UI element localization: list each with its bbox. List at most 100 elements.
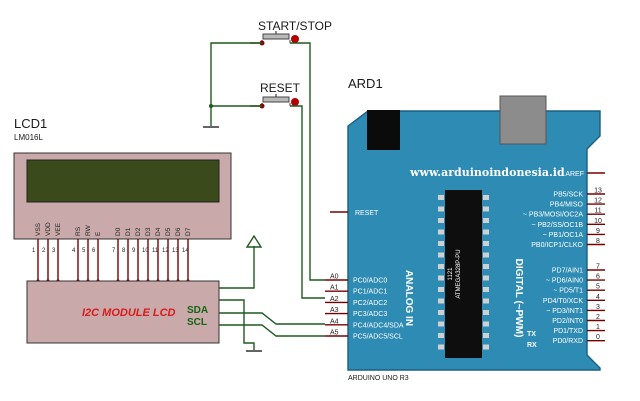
digital-pin-name: PB5/SCK	[553, 192, 583, 199]
analog-pin-name: PC4/ADC4/SDA	[353, 322, 404, 329]
rx-label: RX	[527, 342, 537, 349]
lcd-model: LM016L	[14, 133, 43, 142]
i2c-scl-label: SCL	[187, 317, 207, 328]
analog-pin-name: PC0/ADC0	[353, 278, 387, 285]
lcd-pin-label: D2	[135, 227, 142, 236]
chip-pin-left	[438, 206, 444, 212]
usb-connector	[499, 95, 547, 145]
digital-pin-number: 7	[596, 264, 600, 271]
lcd-pin-label: D5	[165, 227, 172, 236]
lcd-pin-label: D6	[175, 227, 182, 236]
lcd-pin-number: 7	[112, 248, 116, 254]
lcd-pin-label: D1	[125, 227, 132, 236]
digital-pin-number: 4	[596, 294, 600, 301]
power-jack	[367, 110, 400, 150]
chip-pin-left	[438, 229, 444, 235]
digital-pin-9: 9~ PB1/OC1A	[543, 228, 605, 239]
chip-line1: 1121	[448, 267, 454, 281]
start-stop-label: START/STOP	[258, 19, 332, 33]
power-arrow-symbol	[245, 234, 263, 248]
sda-to-a4-wire	[219, 312, 325, 325]
chip-pin-left	[438, 333, 444, 338]
lcd-pin-label: D0	[115, 227, 122, 236]
chip-pin-right	[483, 298, 489, 304]
scl-to-a5-wire	[219, 324, 325, 337]
reset-indicator	[291, 98, 299, 106]
button-ground-wire	[210, 42, 262, 107]
analog-pin-name: PC1/ADC1	[353, 289, 387, 296]
tx-label: TX	[527, 331, 536, 338]
lcd-pin-label: E	[95, 231, 102, 236]
lcd-pin-label: RW	[85, 224, 92, 236]
chip-pin-right	[483, 344, 489, 350]
analog-pin-number: A4	[330, 318, 339, 325]
digital-pin-name: PD4/T0/XCK	[543, 298, 583, 305]
digital-pin-number: 2	[596, 314, 600, 321]
lcd-pin-number: 5	[82, 248, 86, 254]
chip-pin-right	[483, 195, 489, 200]
analog-pin-number: A2	[330, 296, 339, 303]
lcd-pin-number: 13	[172, 248, 179, 254]
lcd-pin-number: 3	[52, 248, 56, 254]
chip-pin-right	[483, 287, 489, 292]
chip-pin-right	[483, 264, 489, 269]
chip-pin-left	[438, 252, 444, 258]
digital-pin-number: 8	[596, 238, 600, 245]
lcd-pin-label: VDD	[45, 222, 52, 236]
lcd-pin-number: 6	[92, 248, 96, 254]
arduino-ref: ARD1	[348, 76, 383, 91]
lcd-module	[13, 152, 232, 240]
digital-pin-name: ~ PD6/AIN0	[546, 278, 583, 285]
analog-in-label: ANALOG IN	[403, 270, 414, 326]
chip-pin-right	[483, 241, 489, 246]
chip-pin-left	[438, 321, 444, 327]
digital-pin-number: 0	[596, 334, 600, 341]
lcd-pin-number: 9	[132, 248, 136, 254]
lcd-pin-number: 14	[182, 248, 189, 254]
digital-pin-10: 10~ PB2/SS/OC1B	[531, 218, 605, 229]
digital-pin-5: 5~ PD5/T1	[553, 284, 605, 295]
digital-pin-name: ~ PD3/INT1	[546, 308, 583, 315]
aref-label: AREF	[565, 171, 584, 178]
chip-line2: ATMEGA328P-PU	[456, 249, 462, 298]
digital-pin-number: 5	[596, 284, 600, 291]
arduino-caption: ARDUINO UNO R3	[348, 375, 409, 382]
digital-pin-number: 1	[596, 324, 600, 331]
lcd-pin-label: D4	[155, 227, 162, 236]
analog-pin-group: A0PC0/ADC0A1PC1/ADC1A2PC2/ADC2A3PC3/ADC3…	[325, 274, 404, 341]
analog-pin-number: A5	[330, 330, 339, 337]
i2c-power-wire	[219, 246, 255, 289]
digital-pin-name: PB0/ICP1/CLKO	[531, 242, 583, 249]
chip-pin-left	[438, 298, 444, 304]
chip-pin-left	[438, 264, 444, 269]
lcd-screen	[26, 159, 220, 203]
analog-pin-name: PC2/ADC2	[353, 300, 387, 307]
start-stop-to-a0-wire	[290, 42, 325, 281]
digital-pin-name: PD1/TXD	[553, 328, 583, 335]
reset-button[interactable]: RESET	[250, 81, 301, 109]
digital-pin-name: PD2/INT0	[552, 318, 583, 325]
start-stop-button[interactable]: START/STOP	[250, 19, 332, 46]
chip-pin-left	[438, 310, 444, 315]
chip-pin-right	[483, 206, 489, 212]
atmega-chip: 1121 ATMEGA328P-PU	[438, 190, 489, 358]
chip-pin-right	[483, 229, 489, 235]
chip-pin-left	[438, 218, 444, 223]
digital-pin-name: ~ PB3/MOSI/OC2A	[523, 212, 583, 219]
chip-pin-left	[438, 241, 444, 246]
website-label: www.arduinoindonesia.id	[409, 166, 565, 179]
